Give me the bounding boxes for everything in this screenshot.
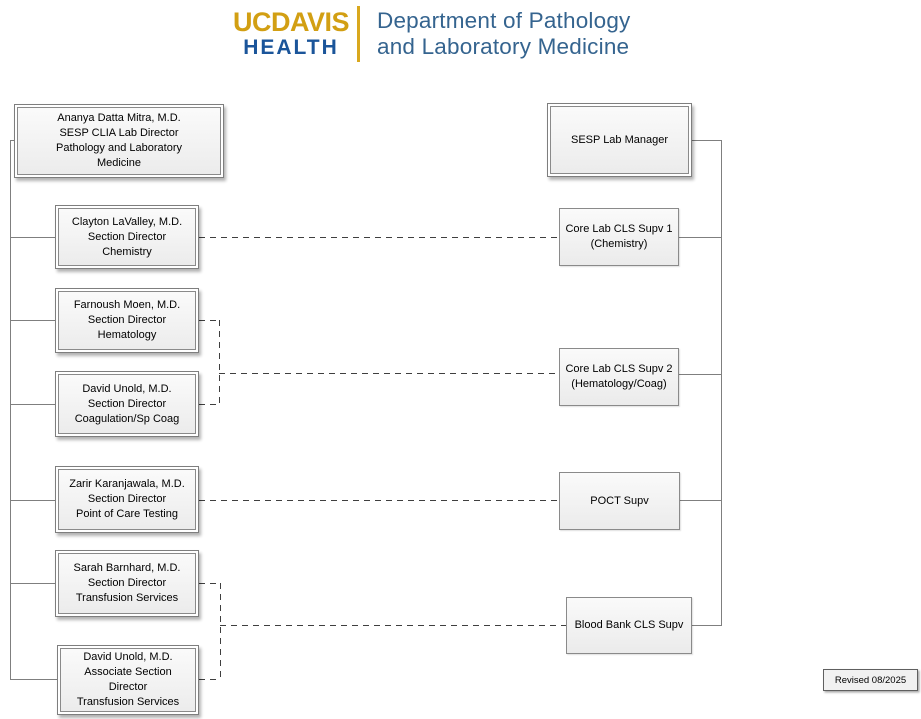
node-associate-section-director-transfusion: David Unold, M.D. Associate Section Dire… [57, 645, 199, 715]
logo-health-text: HEALTH [243, 36, 339, 59]
logo-uc: UC [232, 7, 272, 37]
left-branch-poct [10, 500, 55, 501]
node-core-lab-cls-supv2: Core Lab CLS Supv 2 (Hematology/Coag) [559, 348, 679, 406]
node-clia-lab-director: Ananya Datta Mitra, M.D. SESP CLIA Lab D… [14, 104, 224, 178]
right-stub-poct-supv [680, 500, 722, 501]
left-trunk-director-stub [10, 140, 15, 141]
node-blood-bank-cls-supv: Blood Bank CLS Supv [566, 597, 692, 654]
ucdavis-health-logo: UCDAVIS HEALTH [228, 9, 354, 60]
node-core-lab-cls-supv1: Core Lab CLS Supv 1 (Chemistry) [559, 208, 679, 266]
right-stub-core-supv2 [679, 374, 722, 375]
department-title: Department of Pathology and Laboratory M… [377, 8, 631, 59]
dash-poct-to-supv [199, 500, 559, 501]
left-branch-chemistry [10, 237, 55, 238]
dash-hema-coag-vertical [219, 320, 220, 405]
dash-to-supv2 [219, 373, 559, 374]
logo-davis: DAVIS [270, 7, 350, 37]
dash-coagulation-stub [199, 404, 220, 405]
left-branch-coagulation [10, 404, 55, 405]
node-sesp-lab-manager: SESP Lab Manager [547, 103, 692, 177]
right-trunk-line [721, 140, 722, 626]
node-section-director-chemistry: Clayton LaValley, M.D. Section Director … [55, 205, 199, 269]
dash-transfusion-stub [199, 583, 221, 584]
left-branch-transfusion [10, 583, 55, 584]
node-section-director-hematology: Farnoush Moen, M.D. Section Director Hem… [55, 288, 199, 353]
node-section-director-transfusion: Sarah Barnhard, M.D. Section Director Tr… [55, 550, 199, 617]
dash-transfusion-vertical [220, 583, 221, 679]
node-section-director-poct: Zarir Karanjawala, M.D. Section Director… [55, 466, 199, 533]
node-poct-supv: POCT Supv [559, 472, 680, 530]
left-branch-hematology [10, 320, 55, 321]
logo-ucdavis-text: UCDAVIS [228, 9, 354, 36]
right-stub-core-supv1 [679, 237, 722, 238]
dash-chemistry-to-supv1 [199, 237, 559, 238]
dash-hematology-stub [199, 320, 220, 321]
logo-divider-line [357, 6, 360, 62]
node-section-director-coagulation: David Unold, M.D. Section Director Coagu… [55, 371, 199, 437]
left-branch-transfusion-assoc [10, 679, 57, 680]
right-stub-blood-bank [692, 625, 722, 626]
dash-to-blood-bank [220, 625, 566, 626]
revised-date-stamp: Revised 08/2025 [823, 669, 918, 691]
dash-transfusion-assoc-stub [199, 679, 221, 680]
left-trunk-line [10, 140, 11, 680]
right-stub-sesp-manager [692, 140, 722, 141]
